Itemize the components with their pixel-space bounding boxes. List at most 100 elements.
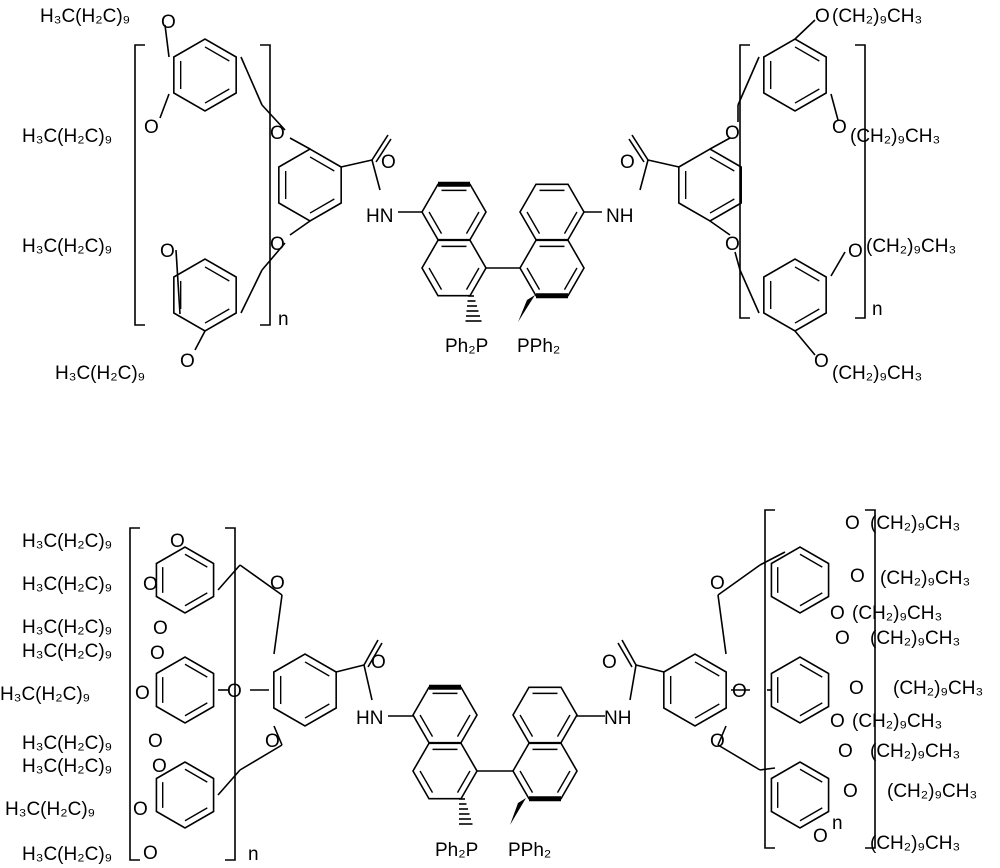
double-bond-line	[709, 198, 735, 214]
double-bond-line	[304, 661, 330, 677]
double-bond-line	[709, 156, 735, 172]
double-bond-line	[465, 267, 480, 290]
oxygen-atom-label: O	[845, 513, 860, 534]
alkyl-chain-label: (CH₂)₉CH₃	[850, 126, 940, 147]
bond	[363, 664, 373, 701]
benzene-ring-outer	[173, 258, 237, 332]
oxygen-atom-label: O	[148, 731, 163, 752]
oxygen-atom-label: O	[849, 678, 864, 699]
oxygen-atom-label: O	[150, 643, 165, 664]
oxygen-atom-label: O	[725, 234, 740, 255]
double-bond-line	[304, 703, 330, 719]
bond	[830, 93, 839, 121]
bond	[289, 220, 311, 236]
naphthalene-ring	[512, 742, 578, 800]
bond	[628, 138, 645, 163]
oxygen-atom-label: O	[710, 573, 725, 594]
bond	[830, 251, 846, 277]
repeat-bracket-right	[865, 509, 876, 849]
alkyl-chain-label: H₃C(H₂C)₉	[5, 799, 95, 820]
double-bond-line	[563, 267, 578, 290]
oxygen-atom-label: O	[814, 351, 829, 372]
oxygen-atom-label: O	[143, 574, 158, 595]
oxygen-atom-label: O	[152, 756, 167, 777]
bond	[737, 56, 760, 106]
bond	[164, 24, 170, 58]
alkyl-chain-label: (CH₂)₉CH₃	[887, 781, 977, 802]
oxygen-atom-label: O	[815, 6, 830, 27]
double-bond-line	[799, 553, 823, 568]
bond	[717, 744, 761, 771]
oxygen-atom-label: O	[835, 628, 850, 649]
double-bond-line	[465, 211, 480, 234]
repeat-bracket-right	[260, 44, 271, 326]
alkyl-chain-label: H₃C(H₂C)₉	[0, 684, 90, 705]
benzene-ring-outer	[173, 38, 237, 112]
alkyl-chain-label: (CH₂)₉CH₃	[880, 568, 970, 589]
double-bond-line	[184, 702, 208, 717]
diphenylphosphino-label: Ph₂P	[435, 840, 478, 861]
bond	[617, 642, 633, 668]
alkyl-chain-label: (CH₂)₉CH₃	[870, 833, 960, 854]
bond	[739, 269, 760, 314]
bond	[273, 725, 283, 746]
oxygen-atom-label: O	[850, 566, 865, 587]
naphthalene-ring	[519, 239, 585, 297]
oxygen-atom-label: O	[270, 123, 285, 144]
oxygen-atom-label: O	[710, 731, 725, 752]
diphenylphosphino-label: PPh₂	[517, 336, 560, 357]
repeat-bracket-right	[225, 527, 236, 861]
bond	[159, 93, 170, 119]
amide-nh-label: HN	[356, 708, 383, 729]
alkyl-chain-label: H₃C(H₂C)₉	[22, 236, 112, 257]
oxygen-atom-label: O	[832, 117, 847, 138]
double-bond-line	[204, 46, 230, 62]
diphenylphosphino-label: PPh₂	[508, 840, 551, 861]
oxygen-atom-label: O	[270, 234, 285, 255]
double-bond-line	[794, 266, 820, 282]
benzene-ring-outer	[763, 258, 827, 332]
bond	[647, 159, 680, 168]
alkyl-chain-label: (CH₂)₉CH₃	[893, 678, 983, 699]
bond	[635, 664, 665, 673]
bond	[340, 159, 373, 168]
double-bond-line	[799, 768, 823, 783]
double-bond-line	[526, 267, 541, 290]
repeat-bracket-left	[134, 44, 145, 326]
double-bond-line	[419, 714, 434, 737]
oxygen-atom-label: O	[270, 573, 285, 594]
alkyl-chain-label: (CH₂)₉CH₃	[852, 711, 942, 732]
repeat-count-n: n	[872, 299, 883, 320]
double-bond-line	[419, 770, 434, 793]
oxygen-atom-label: O	[161, 12, 176, 33]
bond	[371, 134, 389, 161]
wedge-bond	[510, 798, 526, 825]
bond	[734, 251, 741, 271]
double-bond-line	[184, 592, 208, 607]
amide-nh-label: HN	[366, 206, 393, 227]
double-bond-line	[794, 46, 820, 62]
oxygen-atom-label: O	[265, 731, 280, 752]
oxygen-atom-label: O	[135, 683, 150, 704]
repeat-count-n: n	[832, 813, 843, 834]
alkyl-chain-label: (CH₂)₉CH₃	[870, 628, 960, 649]
repeat-bracket-left	[764, 509, 775, 849]
benzene-ring-outer	[770, 656, 830, 724]
benzene-ring-core	[273, 653, 337, 727]
double-bond-line	[794, 88, 820, 104]
diphenylphosphino-label: Ph₂P	[445, 336, 488, 357]
bond	[759, 767, 776, 771]
oxygen-atom-label: O	[133, 799, 148, 820]
double-bond-line	[204, 266, 230, 282]
oxygen-atom-label: O	[830, 603, 845, 624]
bond	[717, 594, 727, 655]
bond	[363, 639, 379, 666]
carbonyl-oxygen-label: O	[381, 152, 396, 173]
oxygen-atom-label: O	[843, 781, 858, 802]
bond	[175, 249, 181, 315]
bond	[621, 639, 637, 666]
oxygen-atom-label: O	[725, 123, 740, 144]
amide-bond	[371, 159, 381, 191]
naphthalene-ring	[519, 183, 585, 241]
